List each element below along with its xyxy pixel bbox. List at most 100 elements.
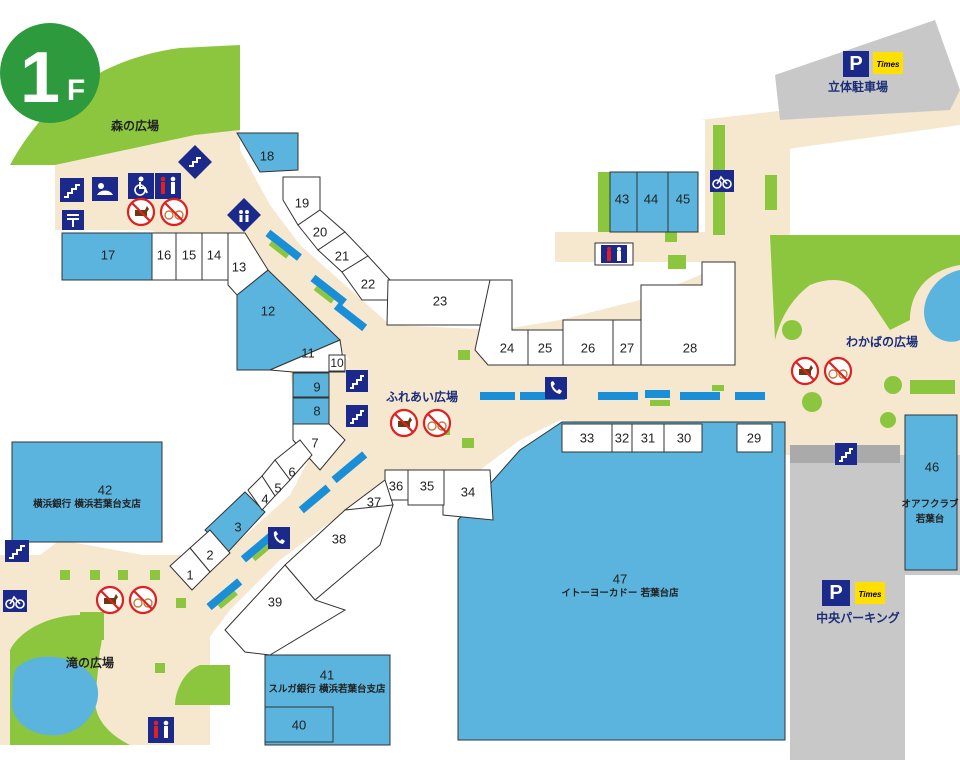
unit-number: 16 xyxy=(157,247,171,262)
restroom-icon xyxy=(594,242,634,266)
bicycle-parking-icon xyxy=(710,170,734,192)
shop-1[interactable] xyxy=(169,547,211,591)
unit-number: 4 xyxy=(261,491,268,506)
svg-text:Times: Times xyxy=(877,60,901,69)
benches xyxy=(206,229,765,611)
unit-number: 39 xyxy=(268,594,282,609)
unit-number: 28 xyxy=(683,340,697,355)
shop-13[interactable] xyxy=(227,232,269,296)
post-office-icon xyxy=(62,210,84,230)
unit-number: 25 xyxy=(538,340,552,355)
area-label-mori: 森の広場 xyxy=(111,118,159,133)
unit-number: 15 xyxy=(182,247,196,262)
unit-number: 17 xyxy=(101,247,115,262)
unit-number: 33 xyxy=(580,430,594,445)
no-bicycles-icon xyxy=(422,408,452,438)
shop-33[interactable] xyxy=(561,423,613,453)
phone-icon xyxy=(545,377,567,399)
unit-number: 44 xyxy=(644,191,658,206)
shop-45[interactable] xyxy=(667,171,699,233)
shops-blue xyxy=(11,132,958,746)
shop-8[interactable] xyxy=(292,397,330,425)
shop-40[interactable] xyxy=(264,706,334,743)
shop-10[interactable] xyxy=(328,354,346,372)
times-logo xyxy=(873,52,903,74)
parking-sign-rittai: P Times xyxy=(843,51,903,77)
stairs-icon xyxy=(346,370,368,392)
tenant-name-42: 横浜銀行 横浜若葉台支店 xyxy=(33,498,141,510)
escalator-icon xyxy=(178,145,212,179)
unit-number: 26 xyxy=(581,340,595,355)
shop-14[interactable] xyxy=(201,232,229,281)
phone-icon xyxy=(268,527,290,549)
tenant-name-46a: オアフクラブ xyxy=(901,498,959,510)
stairs-icon xyxy=(5,540,29,562)
unit-numbers: 18 19 20 21 22 17 16 15 14 13 12 11 10 9… xyxy=(98,148,939,732)
floor-badge: 1 F xyxy=(0,23,100,123)
area-label-fureai: ふれあい広場 xyxy=(386,389,458,404)
unit-number: 41 xyxy=(320,667,334,682)
unit-number: 31 xyxy=(641,430,655,445)
unit-number: 27 xyxy=(620,340,634,355)
tenant-names: 横浜銀行 横浜若葉台支店 スルガ銀行 横浜若葉台支店 イトーヨーカドー 若葉台店… xyxy=(33,498,959,695)
shops-white xyxy=(151,176,773,656)
shop-28[interactable] xyxy=(640,261,736,366)
shop-17[interactable] xyxy=(61,232,154,281)
green-spaces xyxy=(10,45,960,745)
shop-39[interactable] xyxy=(224,564,347,656)
shop-42[interactable] xyxy=(11,441,163,543)
baby-room-icon xyxy=(92,177,118,201)
unit-number: 40 xyxy=(292,717,306,732)
unit-number: 22 xyxy=(361,276,375,291)
shop-7[interactable] xyxy=(292,423,346,471)
parking-label-rittai: 立体駐車場 xyxy=(828,79,888,94)
shop-16[interactable] xyxy=(151,232,177,281)
floor-number: 1 xyxy=(20,38,60,118)
parking-icon xyxy=(822,580,850,606)
parking-icon xyxy=(843,51,869,77)
unit-number: 36 xyxy=(389,478,403,493)
area-labels: 森の広場 ふれあい広場 わかばの広場 滝の広場 立体駐車場 中央パーキング xyxy=(66,79,918,670)
no-dogs-icon xyxy=(790,356,820,386)
stairs-icon xyxy=(835,443,857,465)
shop-46[interactable] xyxy=(904,414,958,571)
unit-number: 1 xyxy=(186,567,193,582)
svg-text:P: P xyxy=(849,53,862,75)
unit-number: 45 xyxy=(676,191,690,206)
shop-29[interactable] xyxy=(736,423,773,453)
unit-number: 3 xyxy=(234,519,241,534)
unit-number: 20 xyxy=(313,224,327,239)
unit-number: 42 xyxy=(98,482,112,497)
shop-4[interactable] xyxy=(247,475,276,511)
unit-number: 21 xyxy=(335,248,349,263)
unit-number: 10 xyxy=(330,356,344,370)
tenant-name-46b: 若葉台 xyxy=(915,513,945,525)
unit-number: 37 xyxy=(367,494,381,509)
area-label-taki: 滝の広場 xyxy=(66,655,114,670)
unit-number: 14 xyxy=(207,247,221,262)
unit-number: 24 xyxy=(500,340,514,355)
shop-31[interactable] xyxy=(631,423,665,453)
unit-number: 18 xyxy=(260,148,274,163)
shop-47[interactable] xyxy=(457,421,786,741)
shop-9[interactable] xyxy=(292,372,330,398)
unit-number: 34 xyxy=(461,484,475,499)
svg-text:P: P xyxy=(829,582,842,604)
unit-number: 7 xyxy=(311,435,318,450)
unit-number: 47 xyxy=(613,571,627,586)
shop-30[interactable] xyxy=(663,423,703,453)
no-bicycles-icon xyxy=(159,197,189,227)
no-dogs-icon xyxy=(95,585,125,615)
tenant-name-41: スルガ銀行 横浜若葉台支店 xyxy=(268,683,386,695)
unit-number: 13 xyxy=(232,259,246,274)
shop-26[interactable] xyxy=(562,319,614,366)
unit-number: 30 xyxy=(677,430,691,445)
unit-number: 35 xyxy=(420,478,434,493)
unit-number: 29 xyxy=(747,430,761,445)
shop-18[interactable] xyxy=(236,132,299,173)
shop-11[interactable] xyxy=(269,339,346,373)
unit-number: 19 xyxy=(295,195,309,210)
shop-35[interactable] xyxy=(407,469,445,506)
shop-44[interactable] xyxy=(636,171,670,233)
